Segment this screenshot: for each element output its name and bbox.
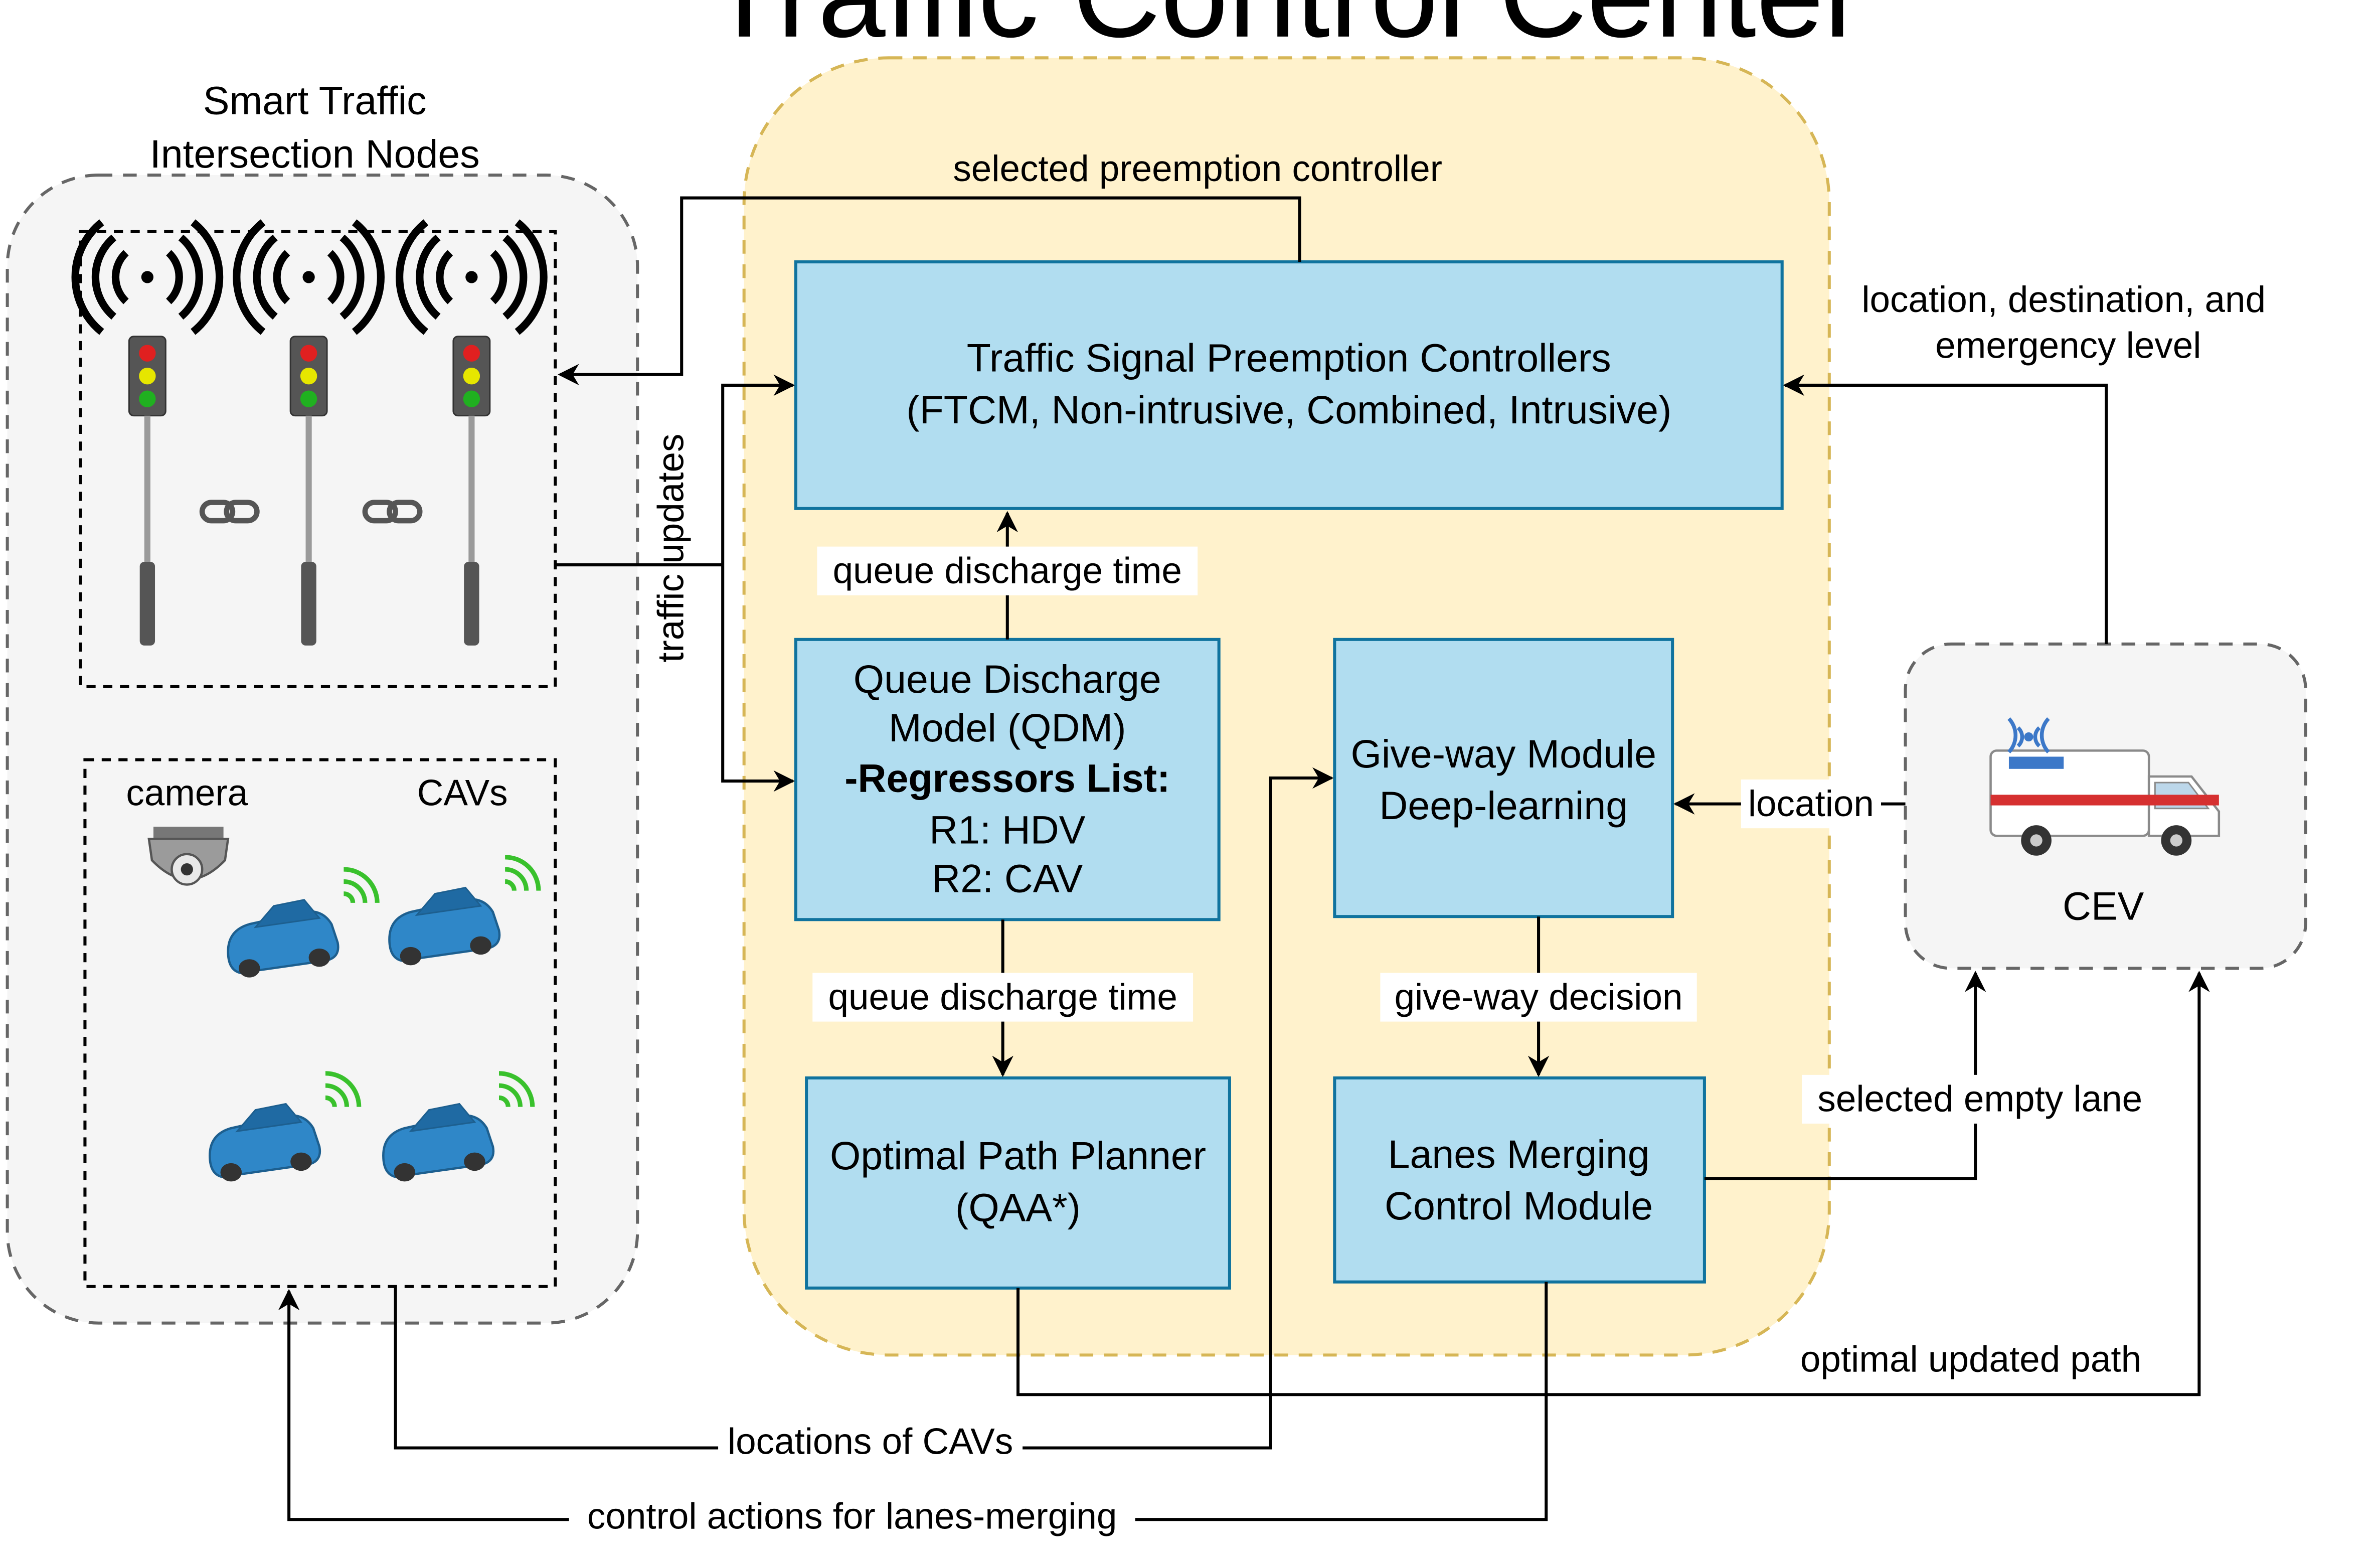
svg-text:location: location (1748, 784, 1874, 824)
edge-location-destination (1783, 374, 2108, 644)
preemption-controllers-box[interactable] (794, 260, 1784, 510)
svg-text:queue discharge time: queue discharge time (828, 977, 1177, 1017)
camera-label: camera (126, 773, 248, 814)
intersection-nodes-group (6, 174, 639, 1325)
qdm-line2: Model (QDM) (889, 706, 1126, 750)
edge-label-traffic-updates: traffic updates (650, 434, 691, 663)
preemption-line1: Traffic Signal Preemption Controllers (967, 336, 1611, 380)
merging-line1: Lanes Merging (1388, 1132, 1650, 1176)
give-way-module-box[interactable] (1333, 638, 1674, 918)
queue-discharge-model-box[interactable] (794, 638, 1221, 921)
edge-label-location: location (1741, 780, 1881, 829)
planner-line2: (QAA*) (955, 1185, 1081, 1229)
svg-text:location, destination, and: location, destination, and (1861, 279, 2266, 320)
preemption-line2: (FTCM, Non-intrusive, Combined, Intrusiv… (906, 388, 1671, 432)
edge-locations-of-cavs (394, 767, 1334, 1450)
planner-line1: Optimal Path Planner (830, 1134, 1206, 1178)
qdm-line5: R2: CAV (932, 857, 1083, 901)
cev-label: CEV (2063, 884, 2144, 928)
ambulance-icon (1989, 717, 2221, 856)
edge-label-queue-discharge-down: queue discharge time (812, 973, 1194, 1022)
cavs-label: CAVs (417, 773, 508, 814)
svg-text:optimal updated path: optimal updated path (1800, 1339, 2141, 1380)
edge-label-location-destination: location, destination, and emergency lev… (1838, 274, 2289, 369)
edge-selected-empty-lane (1704, 971, 1986, 1180)
svg-text:queue discharge time: queue discharge time (833, 550, 1182, 591)
edge-optimal-updated-path (1016, 971, 2210, 1396)
edge-label-selected-preemption: selected preemption controller (931, 146, 1464, 195)
nodes-title-line1: Smart Traffic (203, 79, 427, 123)
nodes-title-line2: Intersection Nodes (150, 132, 480, 176)
qdm-line4: R1: HDV (929, 808, 1086, 852)
merging-line2: Control Module (1385, 1184, 1653, 1228)
qdm-line1: Queue Discharge (854, 657, 1161, 701)
svg-text:give-way decision: give-way decision (1395, 977, 1683, 1017)
control-center-title: Traffic Control Center (708, 0, 1864, 63)
optimal-path-planner-box[interactable] (805, 1076, 1231, 1290)
camera-cavs-box (83, 758, 557, 1288)
edge-selected-preemption (558, 196, 1301, 385)
svg-text:selected empty lane: selected empty lane (1817, 1079, 2142, 1120)
edge-label-optimal-updated-path: optimal updated path (1783, 1336, 2158, 1386)
giveway-line1: Give-way Module (1350, 732, 1656, 776)
edge-traffic-updates-down (721, 565, 795, 792)
edge-label-queue-discharge-up: queue discharge time (817, 546, 1198, 595)
edge-label-selected-empty-lane: selected empty lane (1802, 1074, 2158, 1124)
edge-traffic-updates-up (721, 374, 795, 565)
dome-camera-icon (147, 827, 230, 886)
svg-text:selected preemption controller: selected preemption controller (953, 148, 1442, 189)
svg-text:locations of CAVs: locations of CAVs (728, 1422, 1013, 1462)
qdm-line3: -Regressors List: (844, 756, 1170, 800)
svg-text:control actions for lanes-merg: control actions for lanes-merging (587, 1496, 1117, 1536)
edge-label-control-actions: control actions for lanes-merging (569, 1493, 1135, 1542)
edge-label-giveway-decision: give-way decision (1380, 973, 1697, 1022)
edge-label-locations-of-cavs: locations of CAVs (718, 1419, 1023, 1468)
svg-text:traffic updates: traffic updates (650, 434, 691, 663)
traffic-signals-box (79, 230, 557, 688)
svg-text:emergency level: emergency level (1935, 325, 2201, 366)
lanes-merging-control-box[interactable] (1333, 1076, 1706, 1284)
giveway-line2: Deep-learning (1379, 784, 1628, 828)
